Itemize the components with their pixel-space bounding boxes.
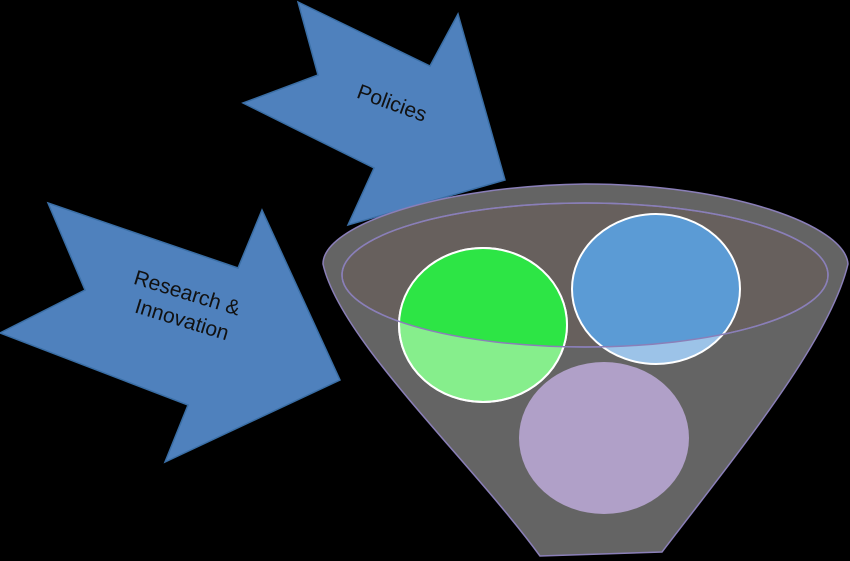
policies-arrow: Policies [241, 0, 506, 227]
policies-arrow-shape [241, 0, 506, 227]
green-ball-outline [398, 247, 568, 403]
green-ball [398, 247, 568, 403]
blue-ball-inner [572, 214, 740, 347]
blue-ball-outline [571, 213, 741, 365]
research-innovation-arrow-shape [0, 201, 341, 464]
research-innovation-arrow: Research & Innovation [0, 201, 341, 464]
funnel-rim-outline [341, 202, 829, 348]
purple-ball [519, 362, 689, 514]
green-ball-inner [399, 248, 567, 347]
blue-ball [571, 213, 741, 365]
